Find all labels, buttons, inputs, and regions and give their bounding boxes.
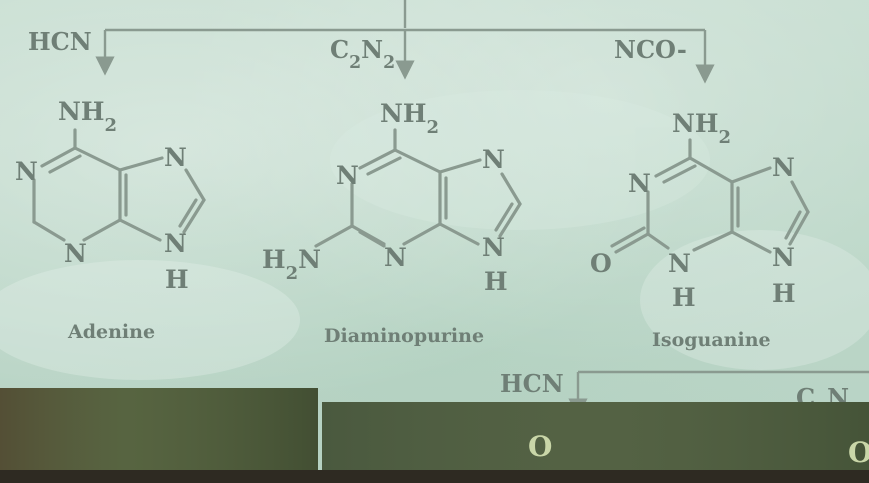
adenine-amino: NH2 (58, 97, 117, 136)
isoguanine-amino: NH2 (672, 109, 731, 148)
diaminopurine-h9: H (484, 267, 508, 296)
molecule-adenine: NH2 N N N N H Adenine (15, 97, 206, 343)
reagent-c2n2-top: C2N2 (330, 35, 395, 73)
isoguanine-n9: N (772, 243, 795, 272)
bottom-o-right: O (848, 436, 869, 469)
diaminopurine-n1: N (336, 161, 359, 190)
adenine-label: Adenine (67, 321, 155, 343)
isoguanine-n1: N (628, 169, 651, 198)
isoguanine-n3: N (668, 249, 691, 278)
bottom-photo-strip (0, 388, 869, 483)
isoguanine-h3: H (672, 283, 696, 312)
adenine-h9: H (165, 265, 189, 294)
isoguanine-label: Isoguanine (652, 329, 771, 351)
diaminopurine-n9: N (482, 233, 505, 262)
molecule-diaminopurine: NH2 N H2N N N N H Diaminopurine (262, 99, 522, 347)
bottom-o-left: O (528, 430, 552, 463)
reagent-hcn-bottom: HCN (500, 369, 564, 398)
isoguanine-n7: N (772, 153, 795, 182)
reagent-nco-top: NCO- (614, 35, 687, 64)
paper-texture (0, 90, 869, 380)
adenine-n7: N (164, 143, 187, 172)
diaminopurine-amino2: H2N (262, 245, 321, 284)
molecule-isoguanine: NH2 N O N H N N H Isoguanine (590, 109, 810, 351)
diaminopurine-label: Diaminopurine (324, 325, 484, 347)
isoguanine-oxo: O (590, 249, 612, 278)
diaminopurine-amino: NH2 (380, 99, 439, 138)
reagent-hcn-top: HCN (28, 27, 92, 56)
adenine-n9: N (164, 229, 187, 258)
adenine-n1: N (15, 157, 38, 186)
diaminopurine-n3: N (384, 243, 407, 272)
adenine-n3: N (64, 239, 87, 268)
top-branch-lines (95, 0, 715, 84)
isoguanine-h9: H (772, 279, 796, 308)
diaminopurine-n7: N (482, 145, 505, 174)
